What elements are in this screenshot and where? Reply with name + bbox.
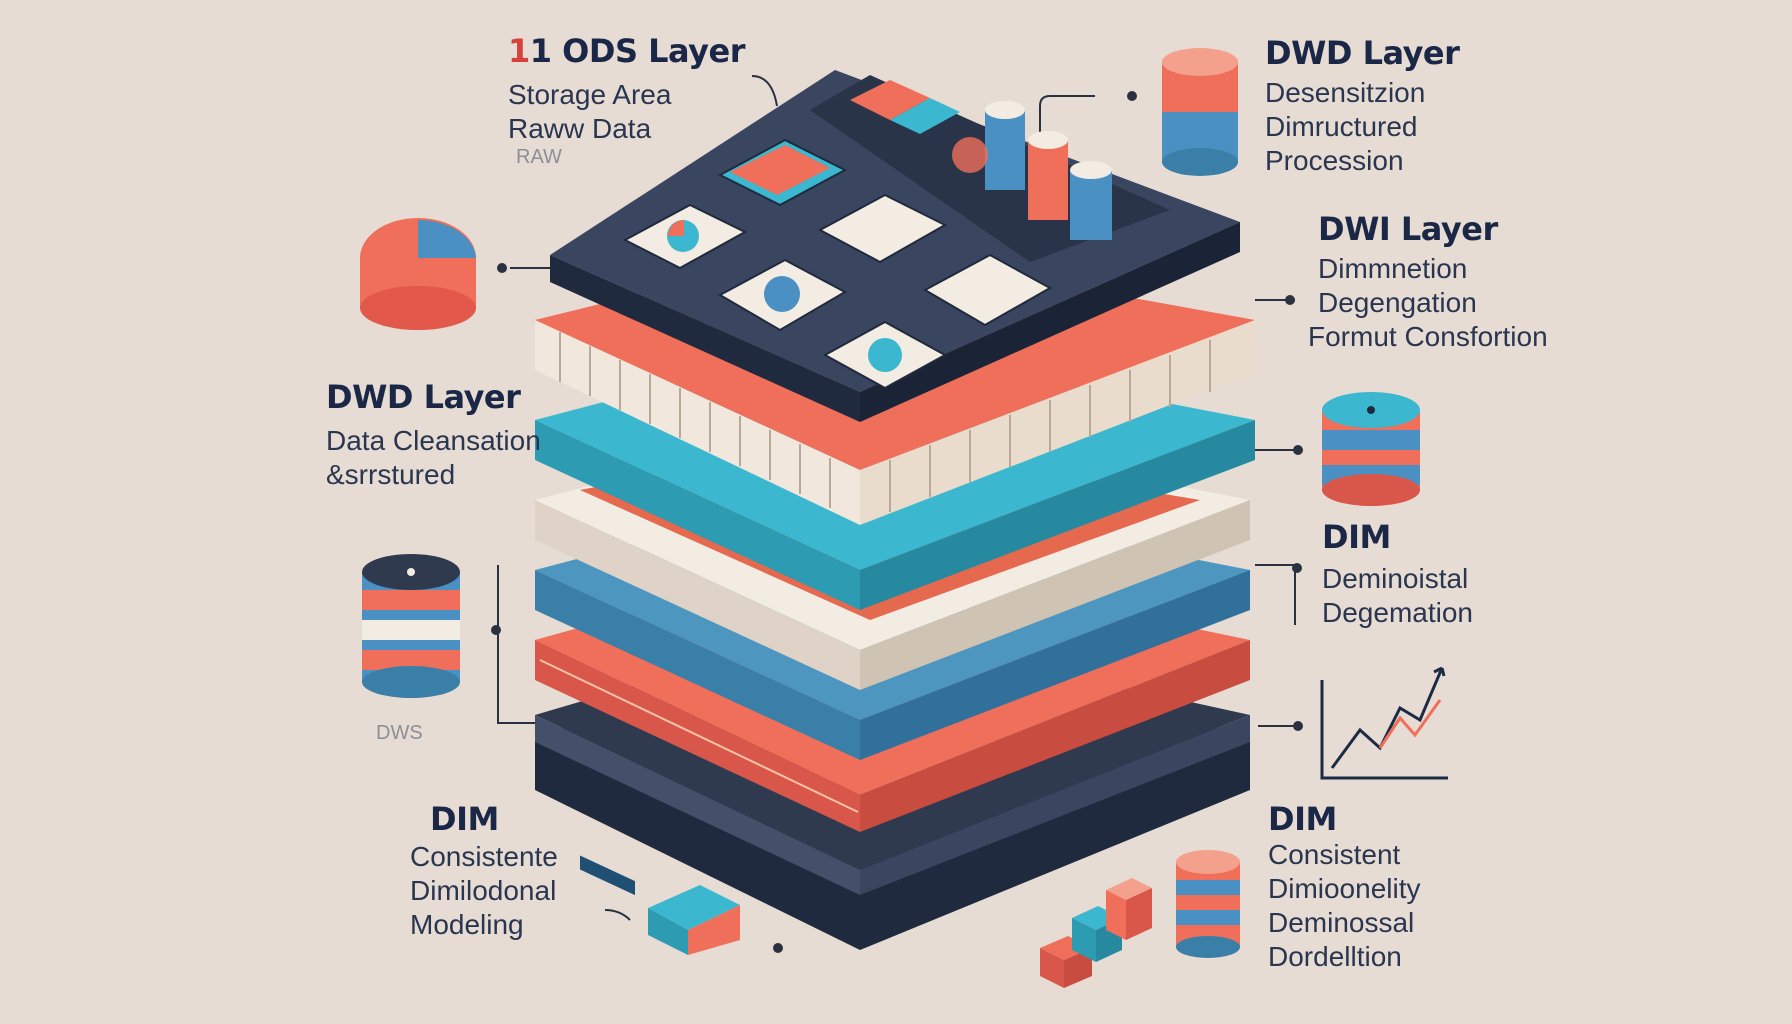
- dim-right-title: DIM: [1322, 518, 1391, 556]
- dwi-layer-label: DWI Layer Dimmnetion Degengation Formut …: [1308, 210, 1548, 354]
- disk-stack-icon: [1322, 392, 1420, 506]
- dwd-top-label: DWD Layer Desensitzion Dimructured Proce…: [1265, 34, 1460, 178]
- dwd-left-title: DWD Layer: [326, 378, 521, 416]
- dim-bottom-right-line-1: Consistent: [1268, 839, 1401, 870]
- dwd-top-line-3: Procession: [1265, 145, 1404, 176]
- dim-bottom-left-line-3: Modeling: [410, 909, 524, 940]
- dim-bottom-right-line-2: Dimioonelity: [1268, 873, 1421, 904]
- dwd-left-line-1: Data Cleansation: [326, 425, 541, 456]
- storage-cylinder-icon: [1176, 850, 1240, 958]
- connector-lines: [491, 75, 1303, 953]
- dim-bottom-left-line-1: Consistente: [410, 841, 558, 872]
- ods-layer-title: 11 ODS Layer: [508, 32, 745, 70]
- dwd-top-line-1: Desensitzion: [1265, 77, 1426, 108]
- database-stack-icon: [1162, 48, 1238, 176]
- dwi-layer-title: DWI Layer: [1318, 210, 1498, 248]
- storage-cylinder-icon: [952, 101, 1112, 240]
- dim-right-line-2: Degemation: [1322, 597, 1473, 628]
- ods-layer-faint: RAW: [516, 146, 562, 168]
- ods-layer-label: 11 ODS Layer Storage Area Raww Data RAW: [508, 32, 745, 169]
- dwd-left-line-2: &srrstured: [326, 459, 456, 490]
- dws-label: DWS: [376, 722, 423, 744]
- dim-bottom-left-label: DIM Consistente Dimilodonal Modeling: [410, 800, 558, 942]
- dim-bottom-right-label: DIM Consistent Dimioonelity Deminossal D…: [1268, 800, 1421, 974]
- dwd-top-line-2: Dimructured: [1265, 111, 1418, 142]
- dim-bottom-right-line-4: Dordelltion: [1268, 941, 1402, 972]
- disk-stack-icon: [362, 554, 460, 698]
- dwd-top-title: DWD Layer: [1265, 34, 1460, 72]
- dwi-layer-line-1: Dimmnetion: [1318, 253, 1468, 284]
- dim-bottom-right-title: DIM: [1268, 800, 1337, 838]
- pie-chart-icon: [360, 218, 476, 330]
- line-chart-icon: [1320, 666, 1448, 780]
- cube-icon: [648, 885, 740, 955]
- ods-layer-line-2: Raww Data: [508, 113, 652, 144]
- dim-bottom-left-line-2: Dimilodonal: [410, 875, 557, 906]
- layer-navy-top: [550, 70, 1240, 422]
- dwi-layer-line-2: Degengation: [1318, 287, 1477, 318]
- dim-right-line-1: Deminoistal: [1322, 563, 1469, 594]
- dim-bottom-right-line-3: Deminossal: [1268, 907, 1415, 938]
- cube-cluster-icon: [1040, 878, 1152, 988]
- ods-layer-line-1: Storage Area: [508, 79, 672, 110]
- dim-right-label: DIM Deminoistal Degemation: [1322, 518, 1473, 630]
- dwi-layer-line-3: Formut Consfortion: [1308, 321, 1548, 352]
- dim-bottom-left-title: DIM: [430, 800, 499, 838]
- dwd-left-label: DWD Layer Data Cleansation &srrstured: [326, 378, 541, 492]
